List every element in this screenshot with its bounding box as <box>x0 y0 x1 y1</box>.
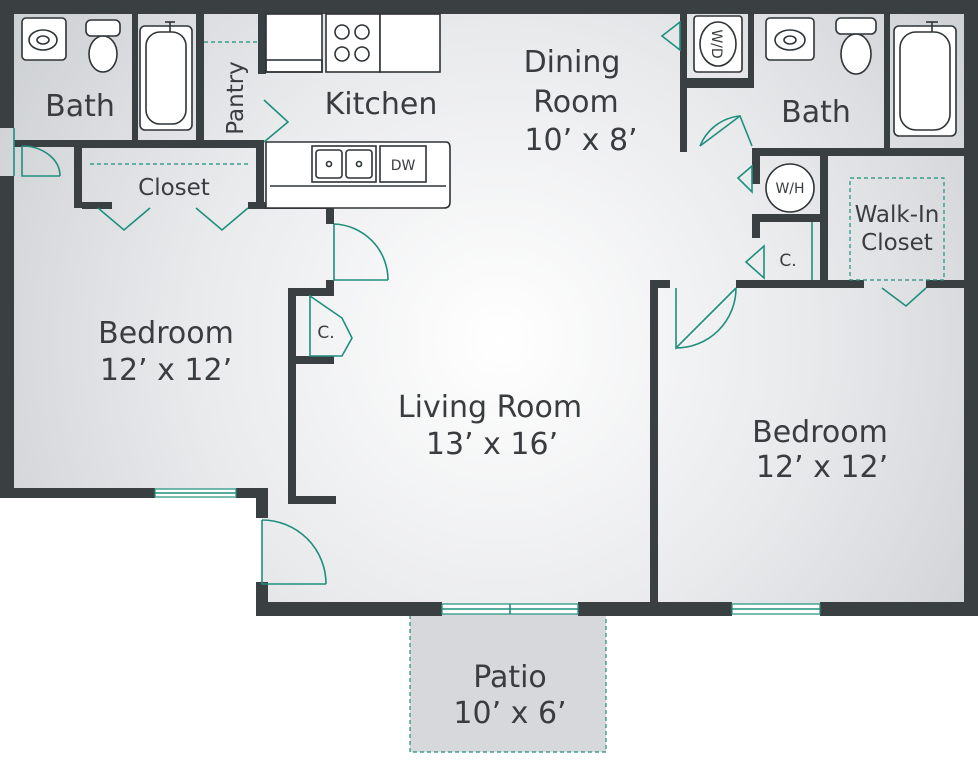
refrigerator <box>265 13 323 73</box>
room-labels: Bath Pantry Kitchen Dining Room 10’ x 8’… <box>45 45 939 731</box>
entry-door <box>261 520 326 585</box>
closet-door-1 <box>97 207 151 232</box>
pantry-label: Pantry <box>223 61 249 135</box>
patio-label: Patio <box>473 660 547 695</box>
patio-floor <box>410 612 606 752</box>
living-label: Living Room <box>398 390 582 425</box>
dining-dims: 10’ x 8’ <box>524 123 637 158</box>
bath-right-toilet <box>835 17 877 35</box>
dishwasher <box>379 145 427 183</box>
water-heater-door <box>736 164 753 194</box>
bedroom-right-dims: 12’ x 12’ <box>756 450 888 485</box>
water-heater <box>765 163 815 213</box>
dining-label-line2: Room <box>533 85 618 120</box>
stove <box>325 13 381 73</box>
dining-label-line1: Dining <box>524 45 621 80</box>
bedroom-left-dims: 12’ x 12’ <box>100 353 232 388</box>
small-closet-door-1 <box>309 294 353 357</box>
bath-left-tub <box>139 25 193 131</box>
bath-right-label: Bath <box>781 95 851 130</box>
kitchen-counter-top <box>379 13 441 73</box>
bath-right-tub <box>893 25 957 137</box>
washer-dryer-label: W/D <box>708 29 724 58</box>
bedroom-left-label: Bedroom <box>98 316 234 351</box>
bedroom-right-label: Bedroom <box>752 415 888 450</box>
walkin-label-line1: Walk-In <box>855 202 940 228</box>
fixtures: DW W/D W/H <box>21 13 957 281</box>
walkin-closet-door <box>881 287 927 308</box>
living-dims: 13’ x 16’ <box>426 427 558 462</box>
small-closet-1-label: C. <box>317 323 334 343</box>
bath-left-door <box>21 146 60 177</box>
washer-dryer <box>693 15 743 73</box>
kitchen-label: Kitchen <box>325 87 438 122</box>
water-heater-label: W/H <box>775 181 804 197</box>
bath-left-sink <box>21 17 67 61</box>
patio-dims: 10’ x 6’ <box>453 696 566 731</box>
windows <box>154 488 821 615</box>
pantry-door <box>263 99 290 143</box>
small-closet-2-label: C. <box>779 251 796 271</box>
bath-left-toilet <box>85 19 121 37</box>
closet-left-label: Closet <box>138 175 210 201</box>
small-closet-door-2 <box>744 244 765 280</box>
laundry-door <box>660 20 681 52</box>
walls <box>0 0 978 616</box>
closet-door-2 <box>195 207 249 232</box>
bedroom-left-door <box>333 224 388 281</box>
bath-right-sink <box>765 17 815 61</box>
doors <box>13 20 927 585</box>
dishwasher-label: DW <box>391 158 416 174</box>
kitchen-sink <box>311 145 377 183</box>
bath-left-label: Bath <box>45 89 115 124</box>
walkin-label-line2: Closet <box>861 230 933 256</box>
